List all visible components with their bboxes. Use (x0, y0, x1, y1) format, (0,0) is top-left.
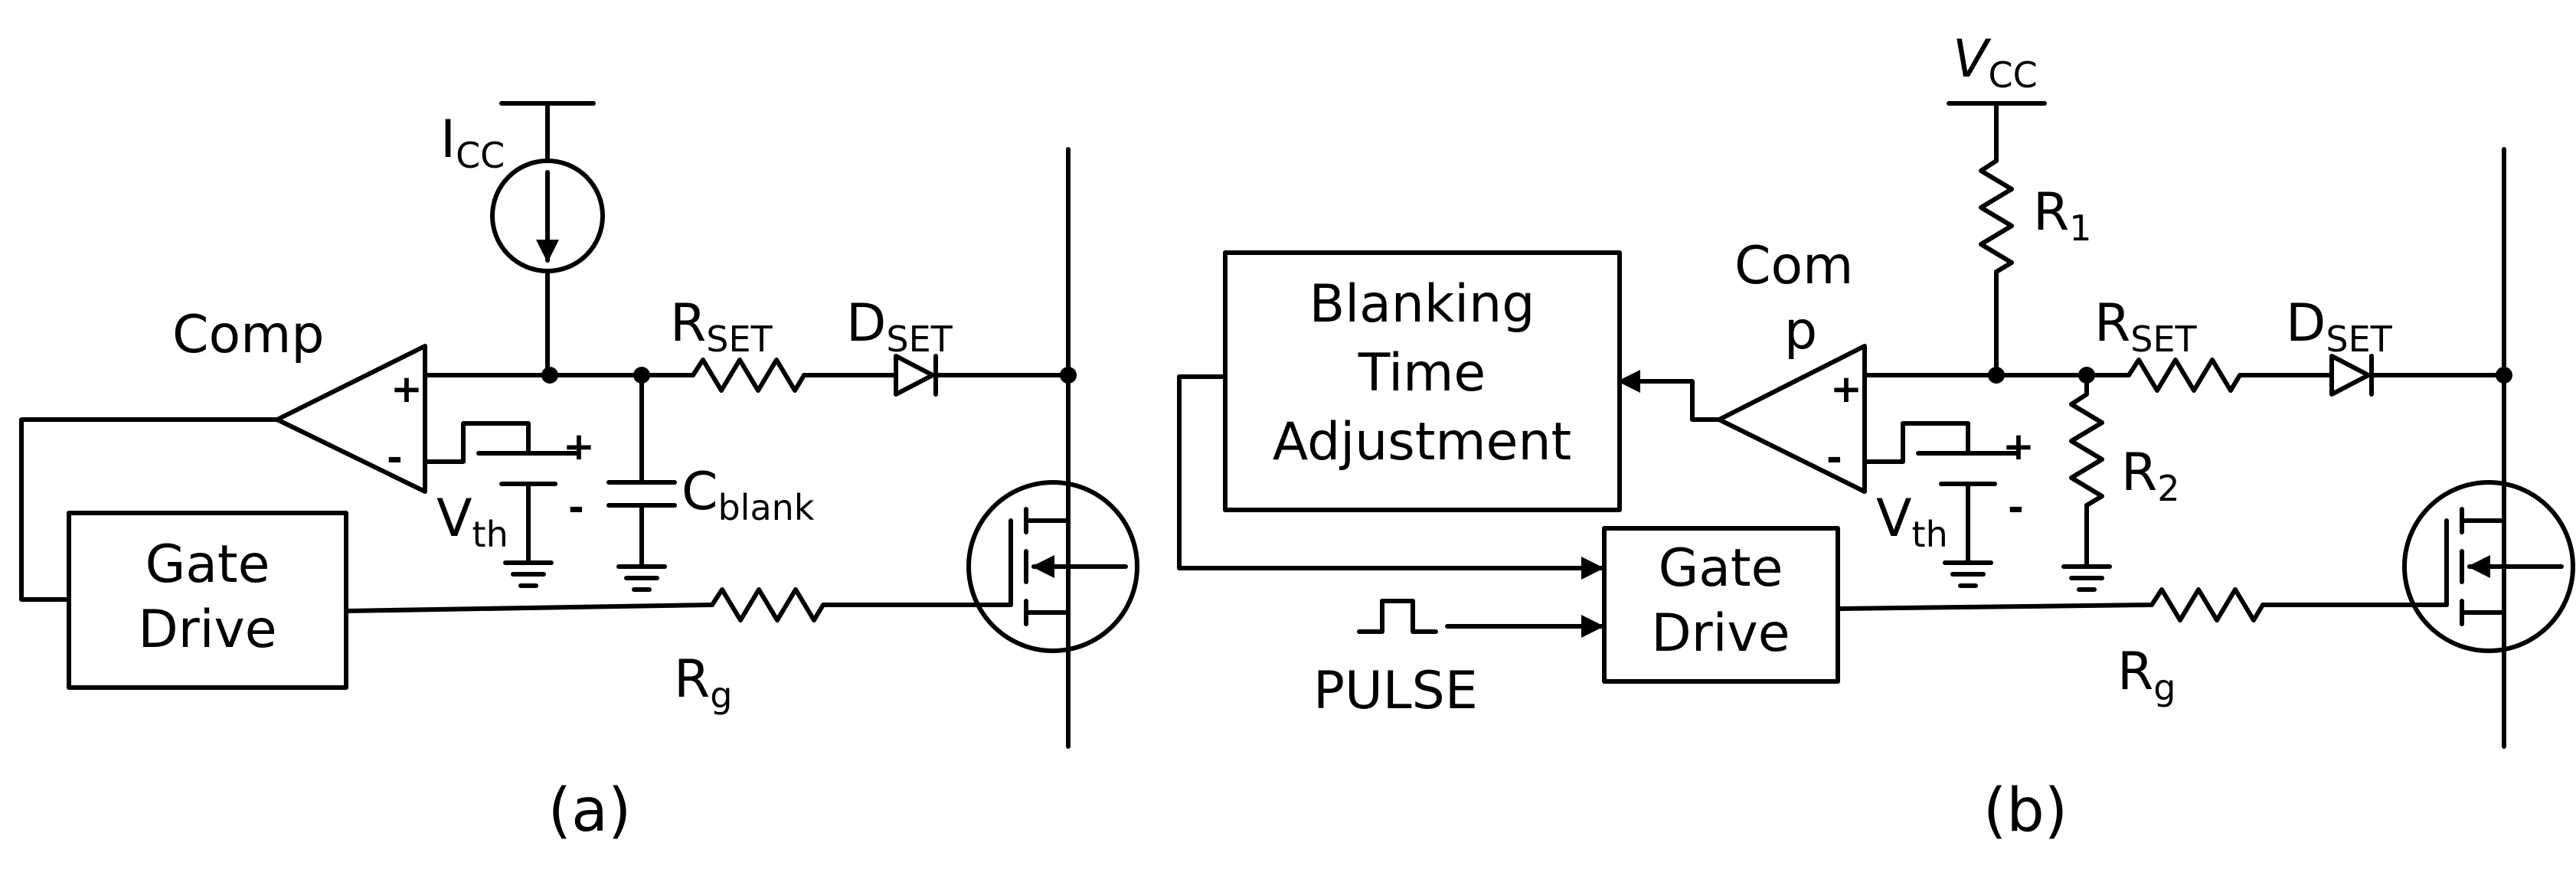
junction-b1 (1988, 367, 2005, 384)
gate-drive-b-line1: Gate (1659, 538, 1783, 599)
dset-diode-b (2329, 354, 2374, 397)
rset-resistor-b (2127, 358, 2242, 393)
caption-b: (b) (1983, 776, 2068, 845)
r2-resistor (2069, 373, 2104, 508)
rset-a-label: RSET (670, 293, 773, 360)
blanking-line3: Adjustment (1273, 412, 1571, 472)
vth-a-label: Vth (436, 488, 508, 555)
vth-a-minus: - (568, 485, 584, 530)
rg-a-label: Rg (674, 649, 732, 716)
vth-source-a (423, 421, 580, 588)
vth-b-label: Vth (1876, 488, 1948, 555)
junction-a3 (1060, 367, 1077, 384)
pulse-waveform (1357, 599, 1438, 634)
cblank-capacitor (606, 373, 677, 592)
r2-label: R2 (2121, 443, 2180, 509)
vth-b-minus: - (2008, 485, 2024, 530)
comparator-b (1717, 344, 1867, 494)
junction-a1 (541, 367, 558, 384)
rg-b-label: Rg (2117, 642, 2176, 708)
junction-b3 (2496, 367, 2512, 384)
comp-out-wire-b (1621, 379, 1721, 422)
comp-a-label: Comp (172, 305, 325, 365)
rg-resistor-a (710, 587, 825, 622)
blanking-line2: Time (1358, 343, 1486, 403)
gate-drive-b (1602, 526, 1840, 684)
blanking-to-gate-wire (1177, 374, 1595, 570)
gate-drive-a-line2: Drive (138, 599, 276, 660)
gate-drive-a-line1: Gate (145, 534, 270, 595)
gate-drive-a (67, 511, 348, 690)
cblank-label: Cblank (682, 462, 815, 528)
mosfet-a (966, 480, 1139, 653)
rset-resistor-a (691, 358, 806, 393)
r1-label: R1 (2033, 182, 2092, 249)
caption-a: (a) (548, 776, 632, 845)
r1-resistor (1979, 158, 2014, 274)
vth-source-b (1862, 421, 2020, 588)
r2-ground (2061, 503, 2112, 592)
icc-label: ICC (440, 109, 505, 176)
vth-b-plus: + (2002, 424, 2035, 469)
comp-b-line1: Com (1734, 236, 1853, 296)
panel-a: ICC + - Comp RSET DSET (19, 101, 1139, 845)
gate-drive-b-line2: Drive (1651, 603, 1790, 664)
comparator-a (275, 344, 427, 494)
dset-b-label: DSET (2286, 293, 2393, 360)
comp-b-line2: p (1784, 301, 1817, 361)
dset-a-label: DSET (846, 293, 953, 360)
mosfet-b (2402, 480, 2575, 653)
vth-a-plus: + (563, 424, 595, 469)
feedback-wire-a (19, 417, 280, 602)
blanking-line1: Blanking (1309, 274, 1535, 335)
comp-a-plus: + (391, 367, 423, 411)
rset-b-label: RSET (2094, 293, 2198, 360)
panel-b: VCC R1 + - Com p RSET DSET R2 (1177, 29, 2575, 845)
comp-b-plus: + (1830, 367, 1862, 411)
dset-diode-a (894, 354, 938, 397)
vcc-label: VCC (1953, 29, 2038, 96)
blanking-time-block (1223, 250, 1622, 512)
icc-current-source (490, 101, 605, 377)
rg-resistor-b (2149, 587, 2265, 622)
comp-a-minus: - (387, 436, 403, 480)
comp-b-minus: - (1826, 436, 1842, 480)
pulse-label: PULSE (1313, 661, 1478, 721)
